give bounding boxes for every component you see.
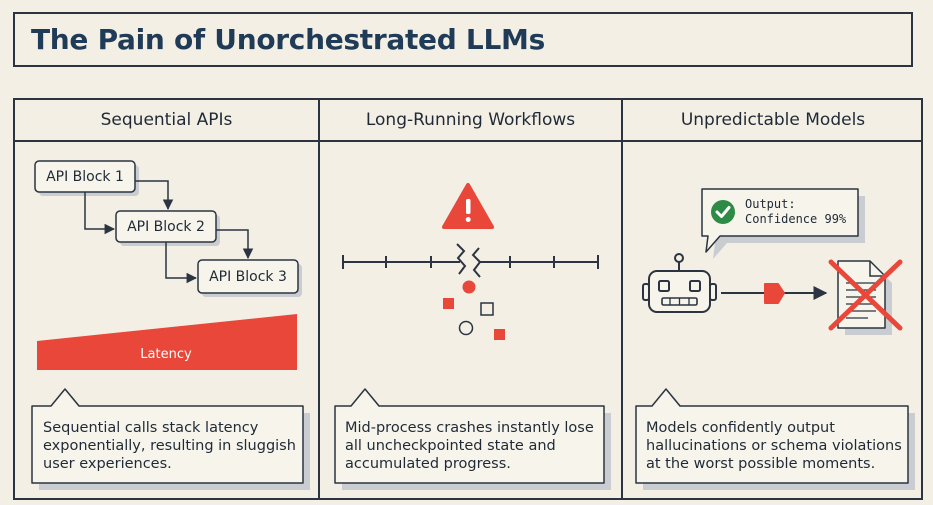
api-block-2: API Block 2 — [115, 210, 220, 246]
crash-break-right — [471, 247, 482, 278]
bubble-output-label: Output: — [745, 197, 796, 211]
column-heading-unpredictable-models: Unpredictable Models — [680, 110, 866, 130]
caption-sequential-apis: Sequential calls stack latency exponenti… — [43, 420, 296, 472]
header-divider — [15, 140, 921, 142]
title-banner: The Pain of Unorchestrated LLMs — [13, 12, 913, 67]
api-block-1-label: API Block 1 — [46, 169, 124, 185]
scattered-fragment-square-red-2 — [494, 329, 505, 340]
malformed-output-token — [764, 283, 785, 304]
speech-bubble: Output: Confidence 99% — [701, 188, 865, 259]
timeline-left — [342, 255, 460, 269]
latency-wedge — [37, 314, 297, 370]
callout-sequential-apis — [31, 388, 310, 490]
column-heading-long-running-workflows: Long-Running Workflows — [365, 110, 576, 130]
latency-label: Latency — [140, 347, 192, 362]
column-divider-1 — [318, 100, 320, 498]
scattered-fragment-square-outline — [480, 302, 494, 316]
api-block-2-label: API Block 2 — [127, 219, 205, 235]
bubble-confidence-label: Confidence 99% — [745, 212, 847, 226]
flow-arrow-3 — [216, 229, 254, 260]
callout-unpredictable-models — [635, 388, 915, 490]
check-icon — [711, 200, 735, 224]
scattered-fragment-circle-outline — [458, 320, 474, 336]
column-heading-sequential-apis: Sequential APIs — [100, 110, 233, 130]
api-block-3-label: API Block 3 — [209, 269, 287, 285]
page-title: The Pain of Unorchestrated LLMs — [31, 23, 545, 56]
robot-icon — [642, 253, 717, 313]
api-block-1: API Block 1 — [34, 160, 139, 196]
flow-arrow-1 — [135, 180, 174, 211]
api-block-3: API Block 3 — [197, 259, 302, 297]
cross-icon — [828, 259, 903, 331]
crash-break-left — [456, 243, 467, 275]
flow-arrow-2 — [84, 192, 116, 235]
column-divider-2 — [621, 100, 623, 498]
flow-arrow-4 — [165, 242, 198, 284]
panel-grid: Sequential APIs Long-Running Workflows U… — [13, 98, 923, 500]
callout-long-running-workflows — [334, 388, 611, 490]
scattered-fragment-square-red — [443, 298, 454, 309]
scattered-fragment-circle-red — [462, 280, 476, 294]
timeline-right — [480, 255, 599, 269]
warning-icon — [442, 183, 494, 229]
caption-unpredictable-models: Models confidently output hallucinations… — [646, 420, 902, 472]
caption-long-running-workflows: Mid-process crashes instantly lose all u… — [345, 420, 594, 472]
